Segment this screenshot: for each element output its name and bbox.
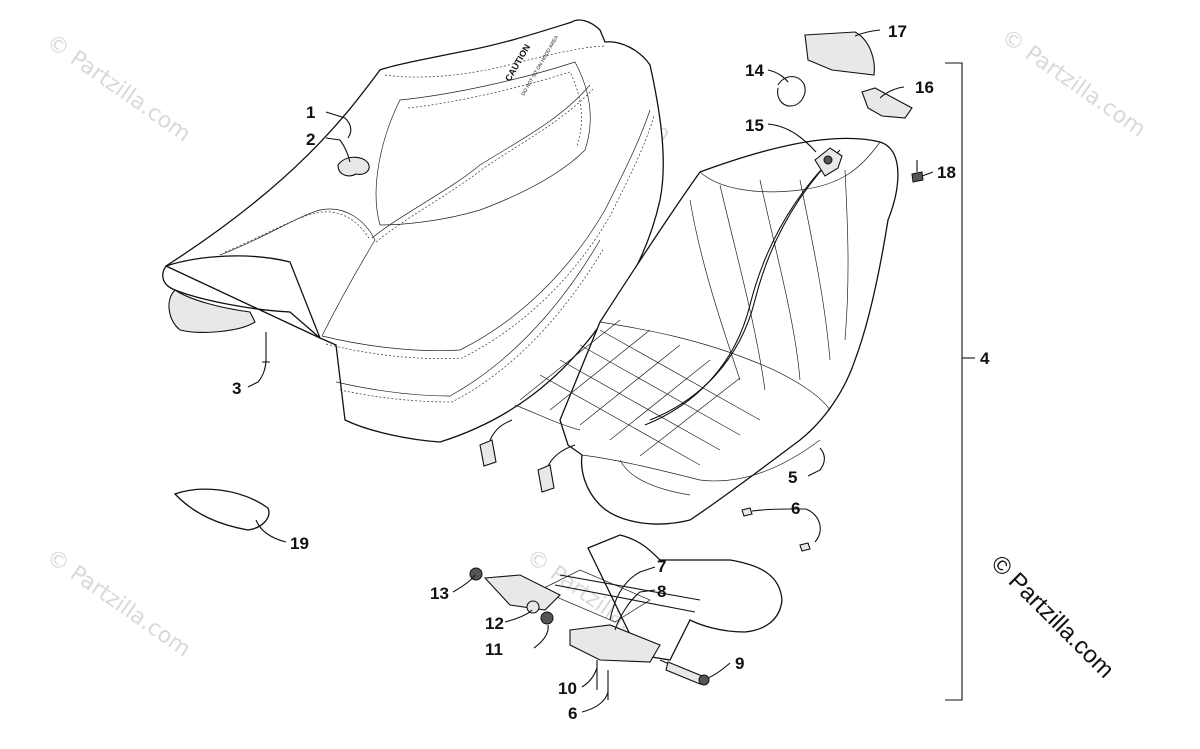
latch-bracket bbox=[861, 87, 913, 119]
washer-12 bbox=[526, 600, 540, 614]
pin-10 bbox=[596, 660, 609, 700]
callout-6b: 6 bbox=[568, 704, 577, 723]
callout-16: 16 bbox=[915, 78, 934, 97]
seat-cushion: CAUTION DO NOT SIT ON HOOD AREA bbox=[162, 19, 664, 443]
callout-labels: 1 2 3 4 5 6 6 7 8 9 10 11 12 13 14 15 16… bbox=[232, 22, 990, 723]
leader-lines bbox=[247, 29, 975, 713]
callout-17: 17 bbox=[888, 22, 907, 41]
watermark-top-left: © Partzilla.com bbox=[42, 29, 195, 147]
rivet-6-lower bbox=[799, 542, 811, 552]
watermark-top-right: © Partzilla.com bbox=[997, 24, 1150, 142]
watermark-bottom-left: © Partzilla.com bbox=[42, 544, 195, 662]
callout-3: 3 bbox=[232, 379, 241, 398]
latch-cover bbox=[804, 31, 875, 76]
seat-emblem bbox=[337, 156, 370, 177]
screw-18 bbox=[911, 160, 924, 183]
callout-15: 15 bbox=[745, 116, 764, 135]
callout-13: 13 bbox=[430, 584, 449, 603]
callout-1: 1 bbox=[306, 103, 315, 122]
callout-14: 14 bbox=[745, 61, 764, 80]
callout-10: 10 bbox=[558, 679, 577, 698]
callout-4: 4 bbox=[980, 349, 990, 368]
callout-12: 12 bbox=[485, 614, 504, 633]
callout-5: 5 bbox=[788, 468, 797, 487]
nut-11 bbox=[540, 611, 554, 625]
seat-latch bbox=[814, 147, 843, 177]
bolt-9 bbox=[665, 661, 710, 686]
callout-7: 7 bbox=[657, 557, 666, 576]
seat-pad bbox=[173, 488, 270, 531]
callout-11: 11 bbox=[485, 640, 503, 659]
callout-2: 2 bbox=[306, 130, 315, 149]
callout-9: 9 bbox=[735, 654, 744, 673]
copyright-label: © Partzilla.com bbox=[986, 550, 1119, 683]
rivet-6-upper bbox=[741, 507, 753, 517]
callout-8: 8 bbox=[657, 582, 666, 601]
callout-6a: 6 bbox=[791, 499, 800, 518]
retainer-ring bbox=[777, 76, 806, 107]
seat-base bbox=[479, 137, 899, 525]
callout-19: 19 bbox=[290, 534, 309, 553]
seat-pin bbox=[262, 332, 270, 363]
support-bracket bbox=[483, 534, 783, 681]
callout-18: 18 bbox=[937, 163, 956, 182]
